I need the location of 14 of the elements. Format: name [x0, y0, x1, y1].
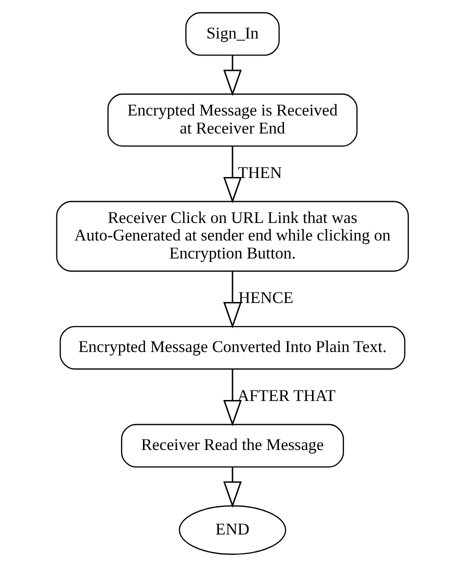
node-box: Encrypted Message is Received at Receiver End	[107, 94, 358, 147]
edge-label: THEN	[238, 163, 282, 182]
node-box: Receiver Read the Message	[121, 424, 344, 468]
node-box: Sign_In	[185, 12, 280, 56]
node-box: Receiver Click on URL Link that was Auto-Generated at sender end while clicking on Encryption Button.	[56, 200, 409, 272]
node-box: Encrypted Message Converted Into Plain Text.	[60, 326, 406, 370]
arrow	[223, 146, 242, 204]
edge-label: HENCE	[238, 288, 294, 308]
arrow	[223, 271, 242, 328]
arrow	[223, 55, 242, 96]
edge-label: AFTER THAT	[237, 386, 336, 406]
node-ellipse: END	[178, 505, 286, 555]
arrow	[223, 369, 242, 426]
arrow	[223, 467, 242, 508]
